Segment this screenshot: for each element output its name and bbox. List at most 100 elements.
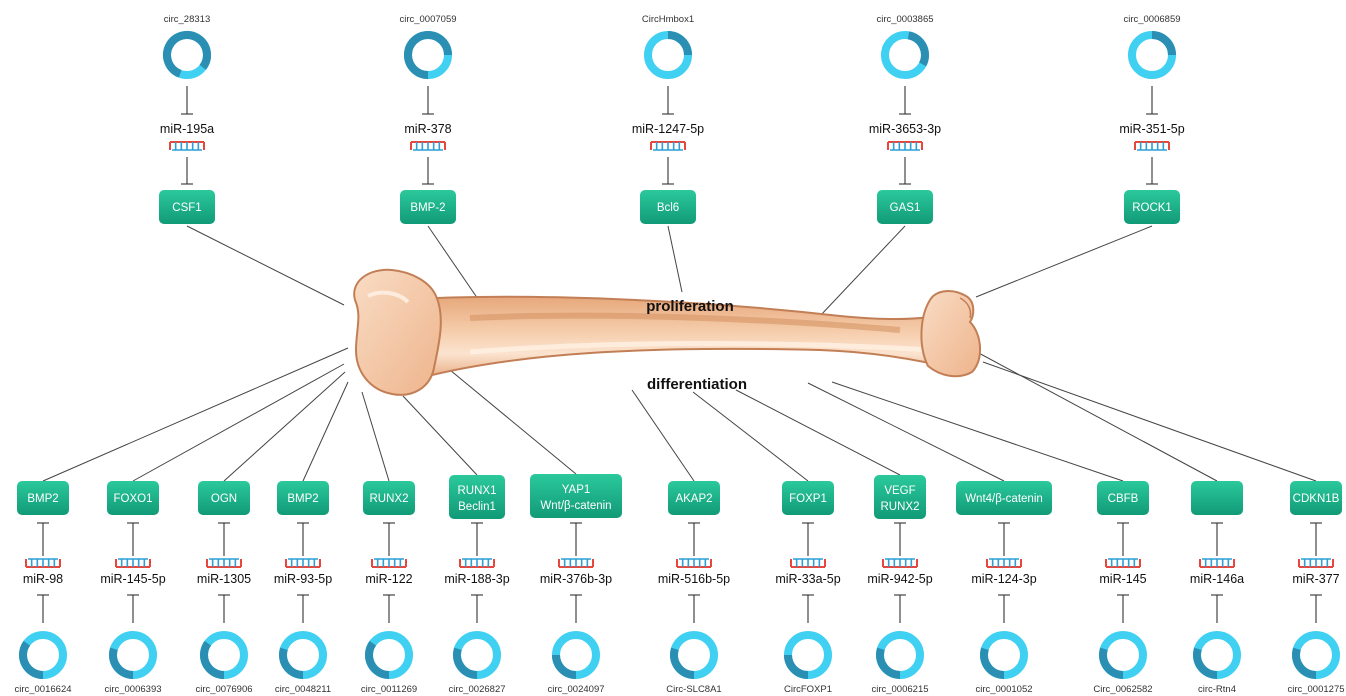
target-gene-box: BMP2 [277,481,329,515]
inhibition-arrow [899,86,911,114]
differentiation-axis: BMP2miR-93-5pcirc_0048211 [274,481,332,695]
circrna-label: circ_0007059 [399,14,456,25]
inhibition-arrow [297,595,309,623]
mirna-duplex-icon [116,559,150,567]
circrna-ring-icon [167,35,207,75]
inhibition-arrow [1211,595,1223,623]
inhibition-arrow [662,86,674,114]
target-gene-label: YAP1 [562,484,591,496]
mirna-duplex-icon [411,142,445,150]
mirna-duplex-icon [791,559,825,567]
target-gene-box: GAS1 [877,190,933,224]
target-gene-label: RUNX2 [370,493,409,505]
circrna-label: circ_0006215 [871,684,928,695]
circrna-ring-icon [369,635,409,675]
mirna-duplex-icon [888,142,922,150]
differentiation-axis: Wnt4/β-catenin miR-124-3p circ_0001052 [956,481,1052,695]
mirna-label: miR-33a-5p [775,572,840,586]
circrna-label: circ_0006393 [104,684,161,695]
circrna-ring-icon [674,635,714,675]
inhibition-arrow [218,595,230,623]
mirna-label: miR-3653-3p [869,122,941,136]
inhibition-arrow [894,595,906,623]
inhibition-arrow [218,523,230,556]
inhibition-arrow [662,157,674,184]
mirna-label: miR-146a [1190,572,1244,586]
target-gene-box: CDKN1B [1290,481,1342,515]
target-gene-label: FOXO1 [114,493,153,505]
target-gene-label: Wnt/β-catenin [540,500,611,512]
inhibition-arrow [894,523,906,556]
circrna-ring-icon [648,35,688,75]
connector-line [224,372,345,481]
inhibition-arrow [422,86,434,114]
target-gene-label: GAS1 [890,202,921,214]
mirna-label: miR-145 [1099,572,1146,586]
connector-line [428,226,480,302]
mirna-label: miR-145-5p [100,572,165,586]
inhibition-arrow [802,523,814,556]
inhibition-arrow [37,595,49,623]
mirna-duplex-icon [883,559,917,567]
circrna-label: circ_0024097 [547,684,604,695]
circrna-ring-icon [23,635,63,675]
target-gene-label: Beclin1 [458,501,496,513]
target-gene-label: CBFB [1108,493,1139,505]
mirna-duplex-icon [26,559,60,567]
mirna-duplex-icon [207,559,241,567]
inhibition-arrow [899,157,911,184]
inhibition-arrow [471,595,483,623]
inhibition-arrow [998,523,1010,556]
circrna-label: circ_0026827 [448,684,505,695]
mirna-duplex-icon [1135,142,1169,150]
connector-line [736,390,900,475]
target-gene-box: BMP2 [17,481,69,515]
target-gene-label: VEGF [884,485,915,497]
connector-line [43,348,348,481]
target-gene-label: Bcl6 [657,202,679,214]
inhibition-arrow [1310,595,1322,623]
inhibition-arrow [181,86,193,114]
inhibition-arrow [802,595,814,623]
connector-line [450,370,576,474]
target-gene-label: FOXP1 [789,493,827,505]
target-gene-box: BMP-2 [400,190,456,224]
inhibition-arrow [297,523,309,556]
inhibition-arrow [383,595,395,623]
differentiation-axis: FOXO1 miR-145-5p circ_0006393 [100,481,165,695]
inhibition-arrow [688,523,700,556]
connector-line [983,362,1316,481]
circrna-ring-icon [408,35,448,75]
inhibition-arrow [570,595,582,623]
target-gene-box: OGN [198,481,250,515]
connector-line [975,351,1217,481]
inhibition-arrow [37,523,49,556]
differentiation-label: differentiation [647,376,747,393]
inhibition-arrow [998,595,1010,623]
differentiation-axis: OGNmiR-1305circ_0076906 [195,481,252,695]
inhibition-arrow [1117,523,1129,556]
circrna-label: circ_0001052 [975,684,1032,695]
target-gene-box: CSF1 [159,190,215,224]
circrna-ring-icon [1132,35,1172,75]
mirna-label: miR-377 [1292,572,1339,586]
circrna-label: circ_0016624 [14,684,71,695]
circrna-label: circ_0003865 [876,14,933,25]
target-gene-box: Wnt4/β-catenin [956,481,1052,515]
target-gene-label: AKAP2 [675,493,712,505]
mirna-duplex-icon [1200,559,1234,567]
target-gene-box: RUNX2 [363,481,415,515]
proliferation-label: proliferation [646,298,734,315]
mirna-label: miR-93-5p [274,572,332,586]
circrna-ring-icon [788,635,828,675]
circrna-ring-icon [1296,635,1336,675]
connector-line [976,226,1152,297]
target-gene-box [1191,481,1243,515]
mirna-label: miR-124-3p [971,572,1036,586]
